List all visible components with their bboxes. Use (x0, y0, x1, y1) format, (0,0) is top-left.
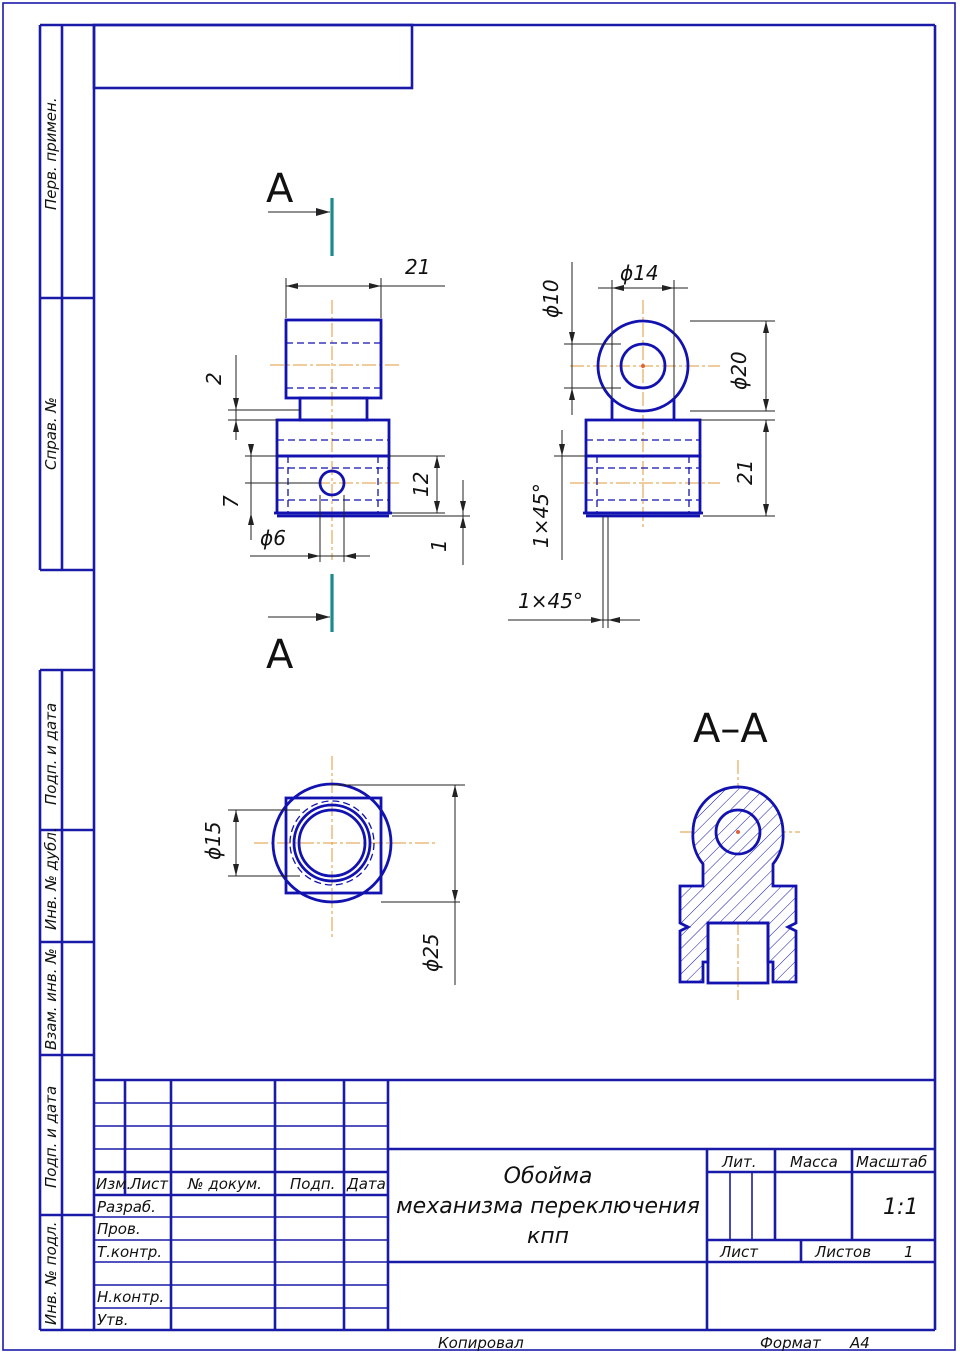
row-t-kontr: Т.контр. (97, 1243, 162, 1261)
massa-label: Масса (790, 1153, 838, 1171)
front-view: 21 2 7 12 1 ϕ6 (202, 166, 470, 678)
row-utv: Утв. (97, 1311, 129, 1329)
title-block: Изм. Лист № докум. Подп. Дата Разраб. Пр… (94, 1078, 935, 1330)
dim-chamfer-1: 1×45° (529, 483, 553, 548)
side-label-inv-podl: Инв. № подл. (42, 1222, 60, 1325)
side-label-sprav-no: Справ. № (42, 397, 60, 470)
side-label-vzam-inv: Взам. инв. № (42, 948, 60, 1050)
dim-width-21: 21 (405, 255, 430, 279)
row-n-kontr: Н.контр. (97, 1288, 164, 1306)
dim-dia-15: ϕ15 (201, 821, 225, 860)
dim-height-12: 12 (409, 472, 433, 497)
lit-label: Лит. (721, 1153, 757, 1171)
header-podp: Подп. (290, 1175, 335, 1193)
dim-dia-20: ϕ20 (727, 351, 751, 390)
title-line-1: Обойма (504, 1164, 593, 1189)
section-mark-bottom: A (266, 632, 294, 678)
copied-label: Копировал (438, 1334, 524, 1352)
side-label-podp-data-1: Подп. и дата (42, 703, 60, 805)
header-data: Дата (346, 1175, 386, 1193)
section-mark-top: A (266, 166, 294, 212)
title-line-2: механизма переключения (396, 1194, 700, 1219)
header-izm: Изм. (96, 1175, 131, 1193)
dim-chamfer-2: 1×45° (518, 589, 583, 613)
dim-hole-7: 7 (219, 495, 243, 508)
side-label-podp-data-2: Подп. и дата (42, 1086, 60, 1188)
scale-value: 1:1 (883, 1195, 918, 1220)
header-doc-no: № докум. (187, 1175, 262, 1193)
top-view: ϕ15 ϕ25 (201, 756, 465, 985)
row-razrab: Разраб. (97, 1198, 156, 1216)
header-list: Лист (129, 1175, 169, 1193)
footer: Копировал Формат А4 (438, 1334, 870, 1352)
side-view: ϕ10 ϕ14 ϕ20 21 1×45° 1×45° (508, 261, 775, 628)
dim-bottom-1: 1 (427, 539, 451, 552)
title-line-3: кпп (527, 1224, 569, 1249)
format-value: А4 (849, 1334, 870, 1352)
dim-step-2: 2 (202, 372, 226, 385)
top-stamp-box (92, 23, 414, 90)
sheets-label: Листов (814, 1243, 871, 1261)
dim-dia-25: ϕ25 (419, 933, 443, 972)
row-prov: Пров. (97, 1220, 141, 1238)
masshtab-label: Масштаб (856, 1153, 927, 1171)
section-title: A–A (693, 706, 768, 752)
side-label-perv-primen: Перв. примен. (42, 97, 60, 210)
sheets-value: 1 (904, 1243, 914, 1261)
dim-height-21: 21 (733, 460, 757, 485)
dim-dia-10: ϕ10 (539, 279, 563, 318)
format-label: Формат (760, 1334, 822, 1352)
left-side-strip: Перв. примен. Справ. № Подп. и дата Инв.… (38, 23, 94, 1330)
dim-dia-14: ϕ14 (620, 261, 659, 285)
sheet-label: Лист (719, 1243, 759, 1261)
side-label-inv-dubl: Инв. № дубл. (42, 827, 60, 930)
section-a-a: A–A (678, 706, 800, 1000)
dim-hole-dia-6: ϕ6 (260, 526, 286, 550)
